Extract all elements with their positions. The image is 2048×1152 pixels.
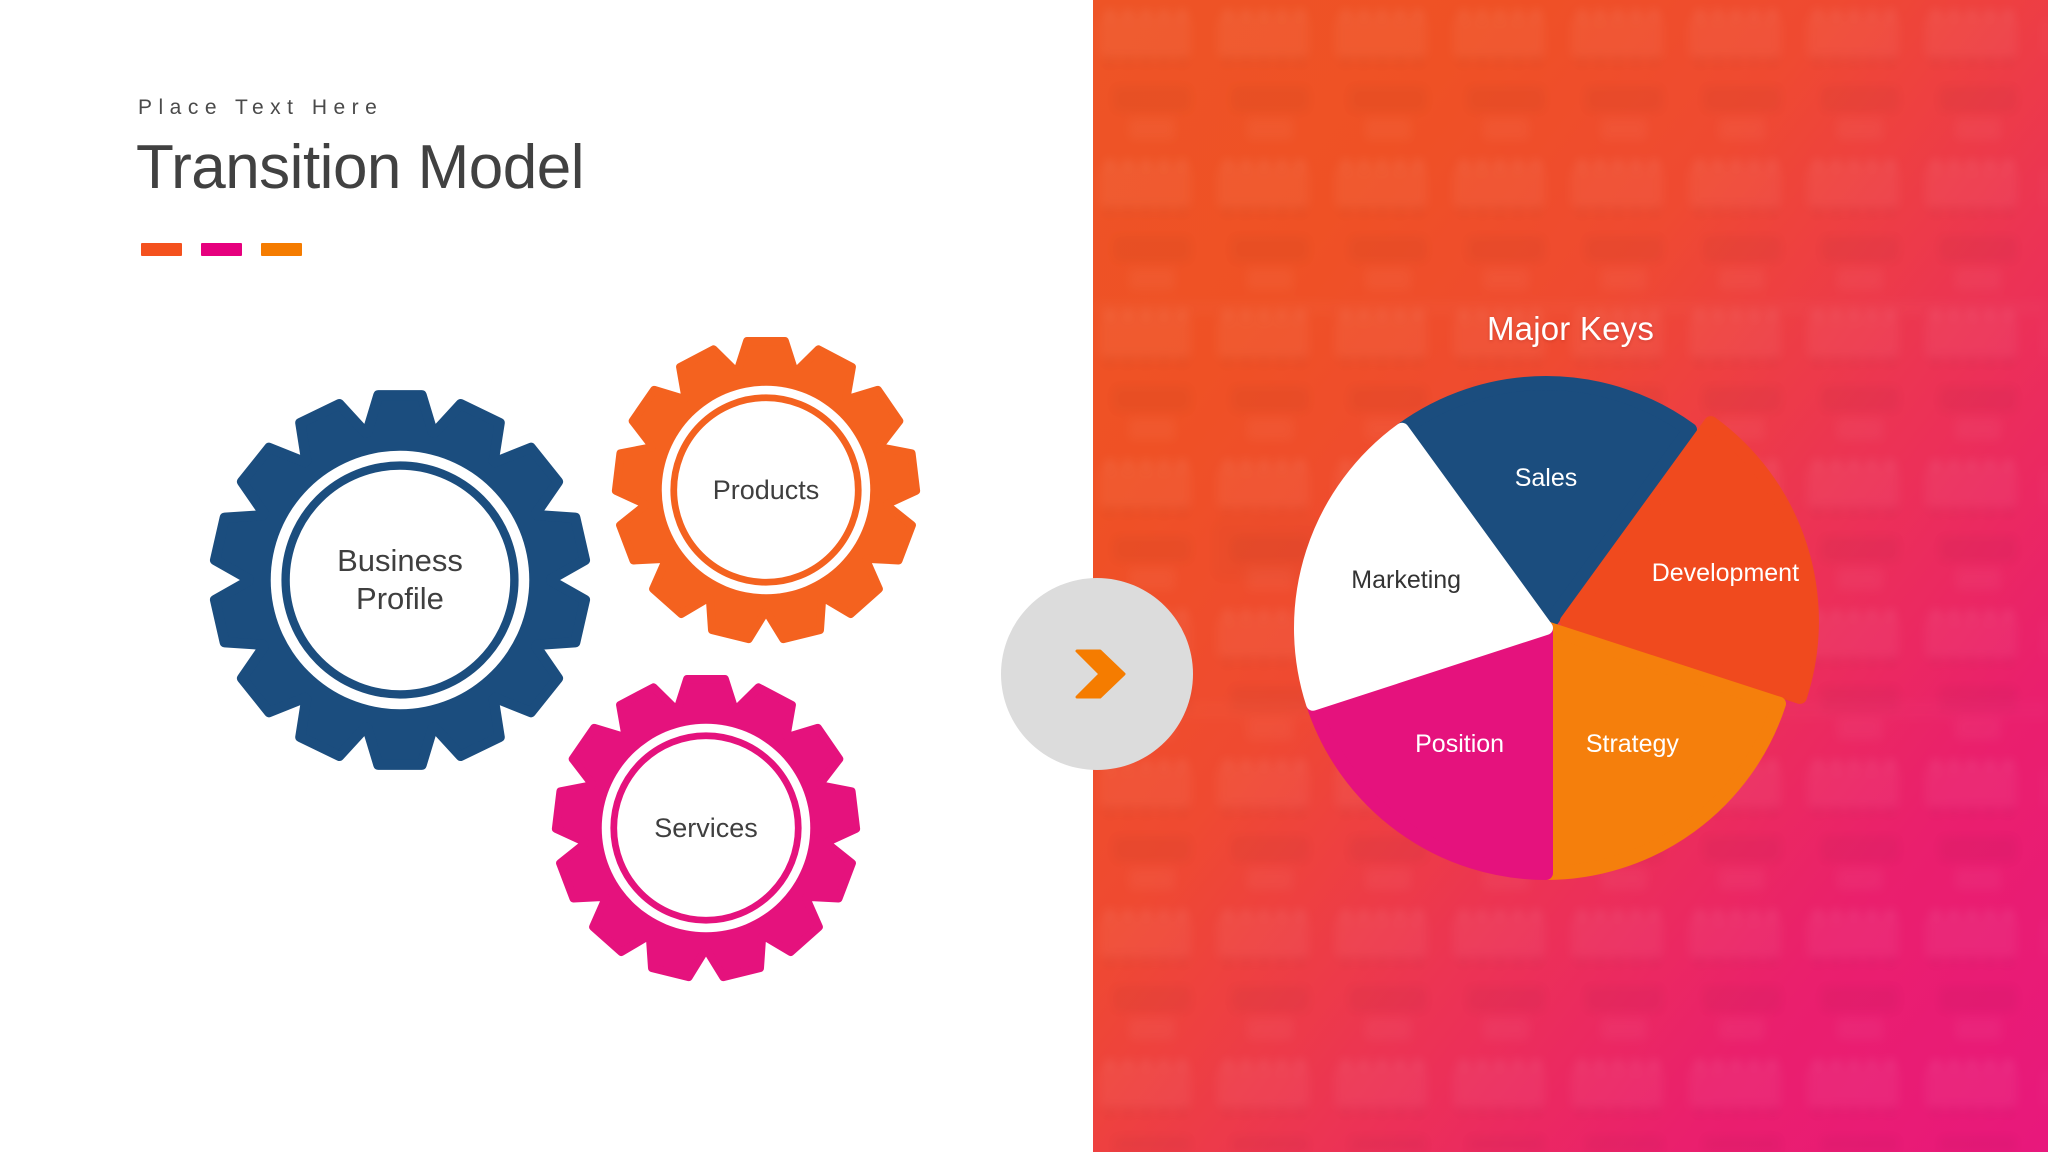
pie-chart (1294, 375, 1819, 880)
gear-services[interactable]: Services (542, 664, 870, 992)
gear-icon (611, 337, 921, 644)
chevron-right-icon (1075, 649, 1126, 699)
gear-icon (551, 675, 861, 982)
transition-arrow-button[interactable] (1001, 578, 1193, 770)
gear-products[interactable]: Products (602, 326, 930, 654)
page-title: Transition Model (136, 133, 585, 202)
accent-bar-orange-red (141, 243, 182, 256)
pie-slice-strategy[interactable] (1539, 621, 1787, 880)
chart-title: Major Keys (1486, 310, 1655, 347)
accent-bar-group (141, 243, 302, 256)
left-panel: Place Text Here Transition Model Busines… (136, 96, 930, 992)
pie-slice-sales[interactable] (1394, 375, 1698, 635)
pie-slice-marketing[interactable] (1294, 422, 1553, 711)
accent-bar-magenta (201, 243, 242, 256)
accent-bar-orange (261, 243, 302, 256)
gear-icon (209, 390, 591, 770)
pie-slice-development[interactable] (1559, 415, 1819, 704)
eyebrow-text: Place Text Here (138, 96, 384, 119)
